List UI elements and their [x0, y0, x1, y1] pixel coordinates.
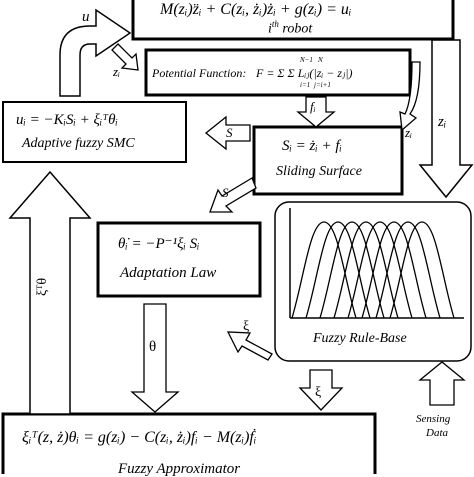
label-zi-right: zᵢ	[438, 114, 447, 130]
robot-caption-rest: robot	[278, 21, 313, 37]
approximator-equation: ξᵢᵀ(z, ż)θᵢ = g(zᵢ) − C(zᵢ, żᵢ)fᵢ − M(zᵢ…	[22, 429, 257, 446]
fuzzy-rule-base-caption: Fuzzy Rule-Base	[313, 331, 407, 346]
robot-caption: ith robot	[268, 20, 312, 37]
membership-curve-8	[389, 221, 455, 319]
arrow-theta	[130, 303, 180, 413]
potential-sum-upper-1: N−1	[300, 56, 313, 64]
fuzzy-approximator-box	[1, 412, 377, 474]
label-fi: fᵢ	[310, 99, 316, 114]
sliding-caption: Sliding Surface	[276, 164, 362, 179]
adaptation-caption: Adaptation Law	[120, 265, 217, 281]
fuzzy-rule-base-box	[274, 201, 472, 362]
membership-curve-1	[291, 221, 357, 319]
curved-arrow-u	[59, 8, 132, 97]
potential-sum-upper-2: N	[318, 56, 323, 64]
small-arrow-zi-left	[111, 43, 139, 71]
label-xi-left: ξ	[243, 319, 250, 334]
label-s-upper: S	[226, 125, 233, 140]
arrow-s-upper	[204, 115, 251, 151]
label-u: u	[82, 9, 90, 25]
potential-sum-lower-1: i=1	[300, 81, 311, 89]
robot-box	[131, 0, 455, 41]
smc-box	[2, 101, 187, 163]
arrow-sensing-data	[418, 361, 466, 406]
adaptation-equation: θ̇ᵢ = −P⁻¹ξᵢ Sᵢ	[118, 236, 200, 252]
label-zi-small: zᵢ	[405, 125, 413, 140]
membership-curve-6	[361, 221, 427, 319]
sensing-label: Sensing	[416, 413, 451, 425]
potential-formula: F = Σ Σ Lᵢⱼ(|zᵢ − zⱼ|)	[256, 66, 353, 80]
robot-equation: M(zᵢ)z̈ᵢ + C(zᵢ, żᵢ)żᵢ + g(zᵢ) = uᵢ	[160, 1, 352, 18]
label-zi-left: zᵢ	[113, 64, 121, 79]
label-xi-theta: ξᵀθ	[35, 277, 50, 296]
label-theta: θ	[149, 339, 157, 355]
robot-caption-i: i	[268, 21, 272, 37]
label-s-lower: S	[222, 185, 229, 200]
smc-caption: Adaptive fuzzy SMC	[22, 136, 135, 151]
potential-function-box	[144, 48, 412, 97]
membership-curve-2	[305, 221, 371, 319]
label-xi-down: ξ	[315, 385, 322, 400]
arrow-xi-left	[226, 331, 273, 361]
membership-curve-7	[375, 221, 441, 319]
data-label: Data	[426, 427, 448, 439]
sliding-equation: Sᵢ = żᵢ + fᵢ	[282, 138, 342, 154]
curved-arrow-zi-small	[399, 61, 421, 132]
arrow-xi-down	[298, 369, 344, 411]
membership-curve-4	[333, 221, 399, 319]
smc-equation: uᵢ = −KᵢSᵢ + ξᵢᵀθᵢ	[16, 112, 118, 128]
membership-curve-3	[319, 221, 385, 319]
approximator-caption: Fuzzy Approximator	[118, 461, 241, 477]
potential-sum-lower-2: j=i+1	[314, 81, 331, 89]
robot-caption-sup: th	[271, 19, 279, 29]
arrow-s-lower	[209, 177, 257, 213]
membership-functions	[291, 221, 455, 319]
arrow-fi	[296, 96, 336, 128]
adaptation-law-box	[96, 221, 262, 298]
arrow-xi-theta	[8, 170, 92, 415]
arrow-zi-right	[418, 39, 474, 199]
membership-curve-5	[347, 221, 413, 319]
sliding-surface-box	[252, 125, 404, 196]
potential-label: Potential Function:	[152, 66, 247, 80]
